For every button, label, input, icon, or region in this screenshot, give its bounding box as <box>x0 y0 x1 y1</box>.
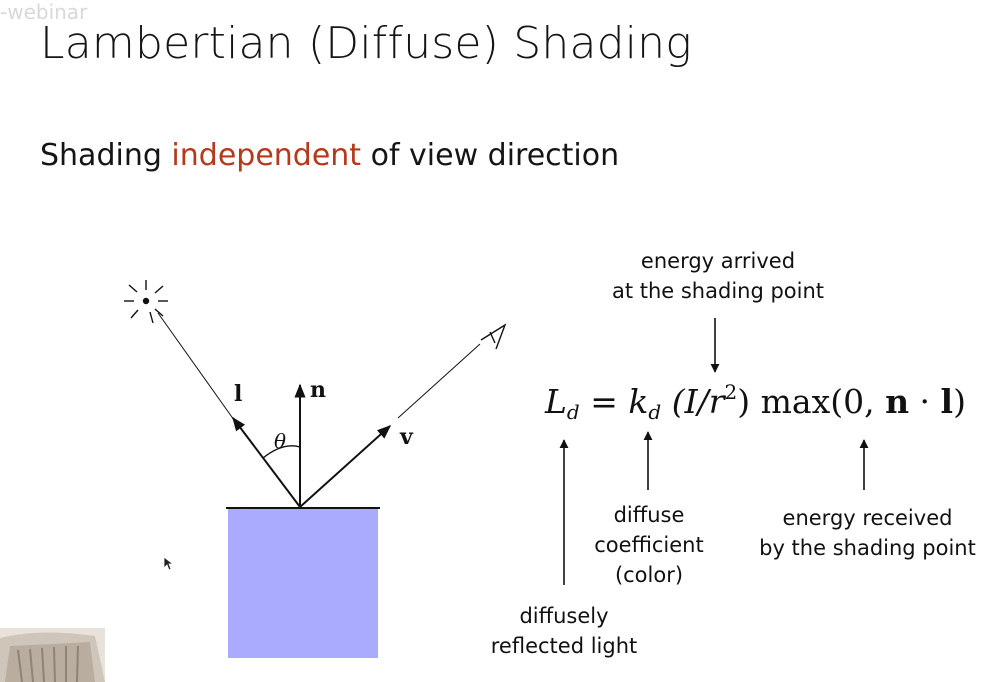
view-vector-arrow <box>299 425 392 508</box>
annotation-line: energy arrived <box>640 249 796 273</box>
equation-equals: = <box>590 382 618 421</box>
light-source-icon <box>124 280 168 324</box>
equation-k-subscript: d <box>648 400 662 424</box>
annotation-diffuse-coefficient: diffuse coefficient (color) <box>580 500 718 590</box>
annotation-diffusely-reflected: diffusely reflected light <box>478 601 650 661</box>
equation-max-close: ) <box>953 382 966 421</box>
view-vector-label: v <box>399 424 414 450</box>
light-vector-label: l <box>234 381 242 407</box>
angle-label: θ <box>274 429 286 453</box>
annotation-line: reflected light <box>490 634 638 658</box>
equation-max-open: (0, <box>830 382 886 421</box>
equation-exponent: 2 <box>724 380 738 404</box>
surface-block <box>228 508 378 658</box>
slide-subtitle: Shading independent of view direction <box>40 138 619 173</box>
equation-n: n <box>885 382 910 421</box>
mouse-cursor-icon <box>163 556 175 571</box>
equation-l: l <box>940 382 954 421</box>
equation-max-fn: max <box>760 382 831 421</box>
lambertian-equation: Ld = kd (I/r2) max(0, n · l) <box>545 380 966 424</box>
equation-dot: · <box>909 382 941 421</box>
annotation-line: energy received <box>782 506 953 530</box>
annotation-line: at the shading point <box>611 279 825 303</box>
presenter-video-thumbnail <box>0 628 105 682</box>
angle-arc <box>262 445 301 459</box>
subtitle-text-start: Shading <box>40 138 172 173</box>
normal-vector-label: n <box>310 377 326 403</box>
equation-intensity: (I/r <box>671 382 725 421</box>
annotation-line: by the shading point <box>759 536 976 560</box>
light-vector-arrow <box>232 416 301 508</box>
light-ray-line <box>157 312 235 421</box>
equation-k: k <box>628 382 649 421</box>
annotation-line: (color) <box>614 563 684 587</box>
annotation-line: coefficient <box>594 533 704 557</box>
watermark-text: -webinar <box>0 0 88 24</box>
view-ray-line <box>397 343 481 419</box>
annotation-line: diffusely <box>519 604 609 628</box>
slide-title: Lambertian (Diffuse) Shading <box>40 18 692 69</box>
annotation-energy-received: energy received by the shading point <box>745 503 990 563</box>
subtitle-text-end: of view direction <box>361 138 620 173</box>
equation-lhs: L <box>545 382 567 421</box>
annotation-line: diffuse <box>613 503 685 527</box>
subtitle-highlight: independent <box>171 138 362 173</box>
equation-close-paren: ) <box>737 382 751 421</box>
equation-lhs-subscript: d <box>566 400 580 424</box>
eye-icon <box>480 323 507 350</box>
annotation-energy-arrived: energy arrived at the shading point <box>600 246 836 306</box>
